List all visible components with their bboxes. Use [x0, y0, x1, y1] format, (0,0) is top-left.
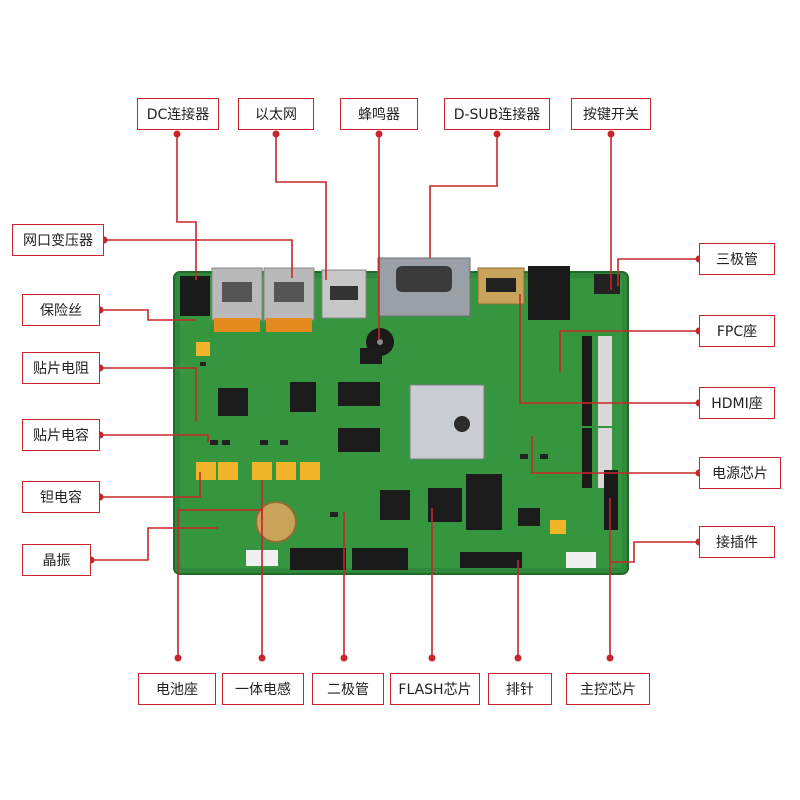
label-dsub: D-SUB连接器 [444, 98, 550, 130]
label-flash-chip: FLASH芯片 [390, 673, 480, 705]
label-ethernet: 以太网 [238, 98, 314, 130]
label-diode: 二极管 [312, 673, 384, 705]
label-dc-connector: DC连接器 [137, 98, 219, 130]
label-main-chip: 主控芯片 [566, 673, 650, 705]
label-plug-connector: 接插件 [699, 526, 775, 558]
label-net-transformer: 网口变压器 [12, 224, 104, 256]
dc-jack-shape [180, 276, 210, 316]
soc-chip [409, 384, 485, 460]
label-key-switch: 按键开关 [571, 98, 651, 130]
label-smd-resistor: 贴片电阻 [22, 352, 100, 384]
label-smd-capacitor: 贴片电容 [22, 419, 100, 451]
audio-jack [528, 266, 570, 320]
label-buzzer: 蜂鸣器 [340, 98, 418, 130]
label-triode: 三极管 [699, 243, 775, 275]
label-battery-holder: 电池座 [138, 673, 216, 705]
label-pin-header: 排针 [488, 673, 552, 705]
label-tantalum-capacitor: 钽电容 [22, 481, 100, 513]
label-hdmi: HDMI座 [699, 387, 775, 419]
label-power-chip: 电源芯片 [699, 457, 781, 489]
label-inductor: 一体电感 [222, 673, 304, 705]
label-fuse: 保险丝 [22, 294, 100, 326]
label-fpc: FPC座 [699, 315, 775, 347]
label-crystal: 晶振 [22, 544, 91, 576]
battery-shape [255, 501, 297, 543]
